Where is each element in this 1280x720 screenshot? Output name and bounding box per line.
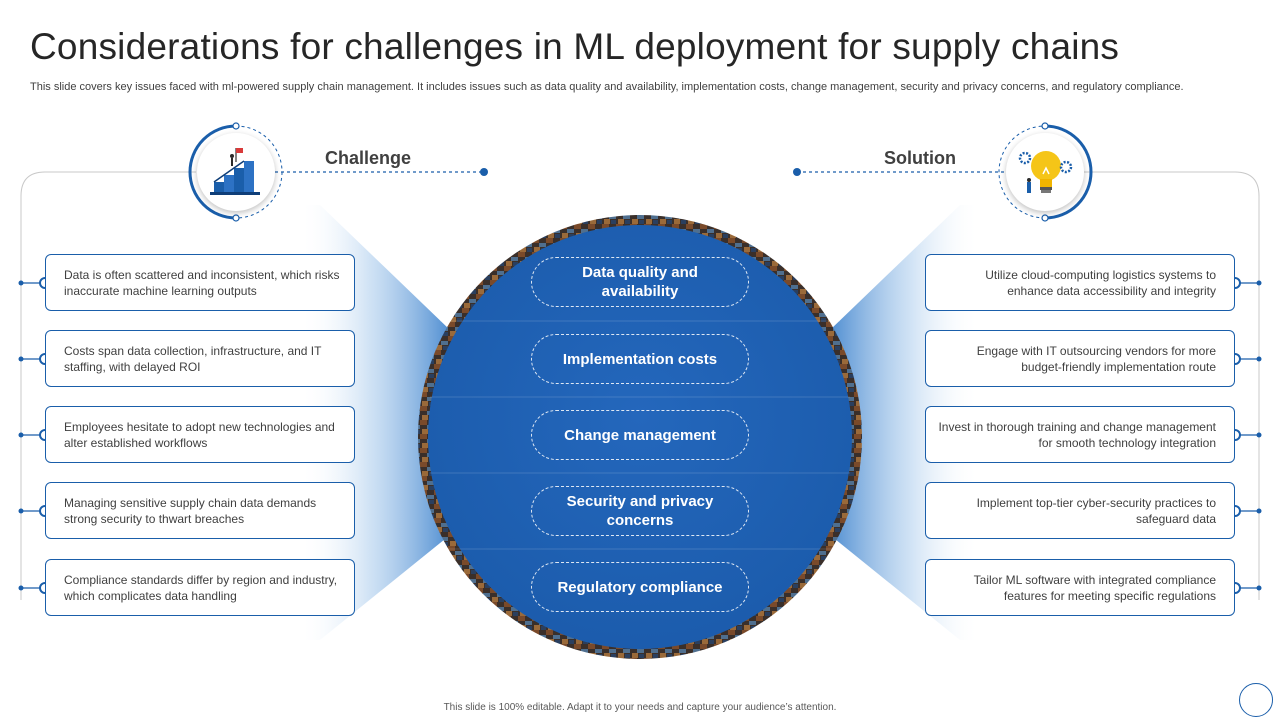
topic-pill-implementation-costs: Implementation costs xyxy=(531,334,749,384)
topic-pill-data-quality: Data quality and availability xyxy=(531,257,749,307)
right-frame-line xyxy=(1084,171,1260,600)
topic-pill-regulatory-compliance: Regulatory compliance xyxy=(531,562,749,612)
solution-text: Utilize cloud-computing logistics system… xyxy=(985,267,1216,298)
solution-box-1: Utilize cloud-computing logistics system… xyxy=(925,254,1235,311)
challenge-box-3: Employees hesitate to adopt new technolo… xyxy=(45,406,355,463)
central-disc xyxy=(428,225,852,649)
left-frame-line xyxy=(20,171,196,600)
challenge-connector-dot xyxy=(480,168,488,176)
solution-icon-badge xyxy=(1006,133,1084,211)
staircase-flag-icon xyxy=(210,148,260,195)
solution-text: Invest in thorough training and change m… xyxy=(938,419,1216,450)
lightbulb-gears-icon xyxy=(1018,151,1073,193)
solution-text: Engage with IT outsourcing vendors for m… xyxy=(976,343,1216,374)
slide-title: Considerations for challenges in ML depl… xyxy=(30,26,1120,67)
solution-heading: Solution xyxy=(884,148,956,168)
solution-text: Tailor ML software with integrated compl… xyxy=(973,572,1216,603)
solution-box-4: Implement top-tier cyber-security practi… xyxy=(925,482,1235,539)
challenge-text: Employees hesitate to adopt new technolo… xyxy=(64,419,335,450)
solution-box-5: Tailor ML software with integrated compl… xyxy=(925,559,1235,616)
challenge-box-4: Managing sensitive supply chain data dem… xyxy=(45,482,355,539)
challenge-text: Data is often scattered and inconsistent… xyxy=(64,267,340,298)
challenge-box-2: Costs span data collection, infrastructu… xyxy=(45,330,355,387)
solution-box-3: Invest in thorough training and change m… xyxy=(925,406,1235,463)
corner-circle-decoration xyxy=(1239,683,1273,717)
solution-text: Implement top-tier cyber-security practi… xyxy=(976,495,1216,526)
challenge-text: Managing sensitive supply chain data dem… xyxy=(64,495,317,526)
solution-connector-dot xyxy=(793,168,801,176)
challenge-icon-badge xyxy=(197,133,275,211)
topic-pill-change-management: Change management xyxy=(531,410,749,460)
challenge-box-1: Data is often scattered and inconsistent… xyxy=(45,254,355,311)
solution-box-2: Engage with IT outsourcing vendors for m… xyxy=(925,330,1235,387)
footer-note: This slide is 100% editable. Adapt it to… xyxy=(443,702,837,713)
topic-pill-security-privacy: Security and privacy concerns xyxy=(531,486,749,536)
slide-subtitle: This slide covers key issues faced with … xyxy=(30,81,1184,93)
challenge-text: Compliance standards differ by region an… xyxy=(64,572,338,603)
challenge-box-5: Compliance standards differ by region an… xyxy=(45,559,355,616)
challenge-heading: Challenge xyxy=(325,148,412,168)
challenge-text: Costs span data collection, infrastructu… xyxy=(64,343,322,374)
